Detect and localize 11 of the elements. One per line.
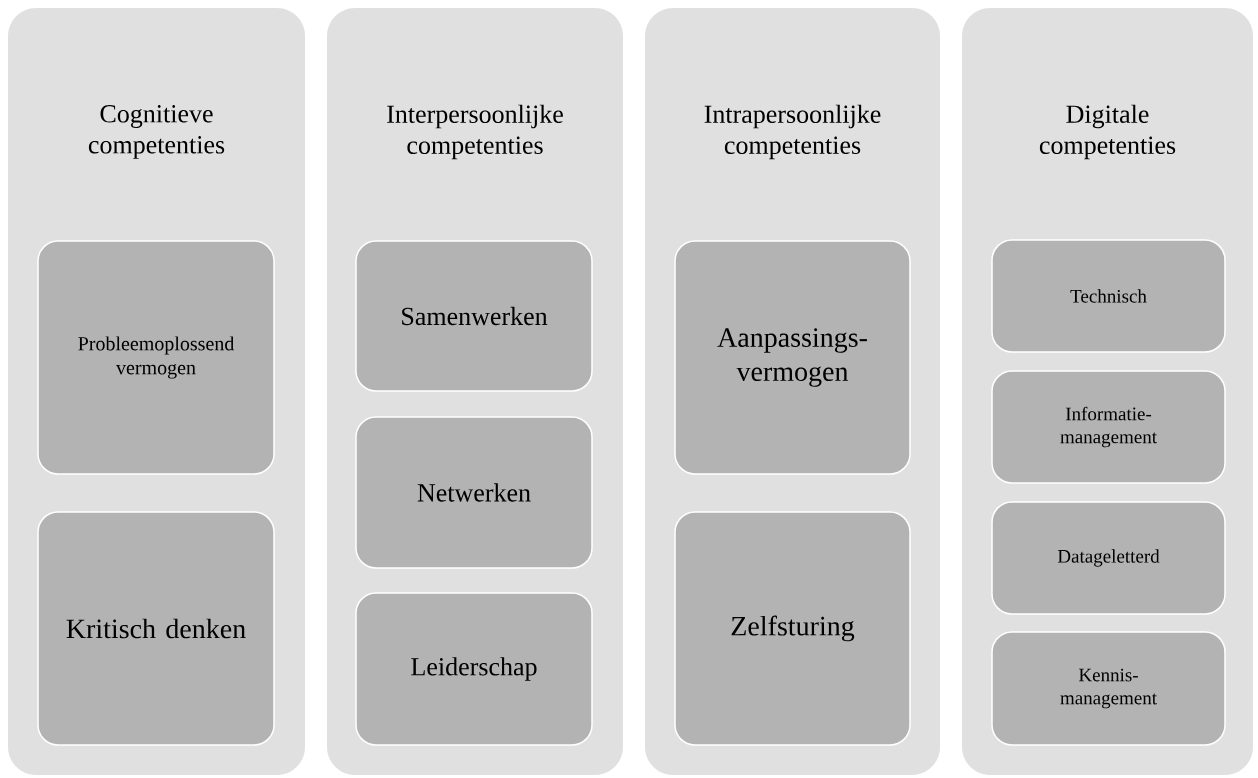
item-box: Samenwerken: [355, 240, 593, 392]
item-box: Informatie-management: [991, 370, 1226, 484]
item-box: Aanpassings-vermogen: [674, 240, 911, 475]
item-box: Netwerken: [355, 416, 593, 569]
item-box: Kritisch denken: [37, 511, 275, 746]
item-box: Technisch: [991, 239, 1226, 353]
item-box: Kennis-management: [991, 631, 1226, 746]
item-box: Probleemoplossend vermogen: [37, 240, 275, 475]
item-box: Zelfsturing: [674, 511, 911, 746]
item-box: Leiderschap: [355, 592, 593, 746]
item-box: Datageletterd: [991, 501, 1226, 615]
